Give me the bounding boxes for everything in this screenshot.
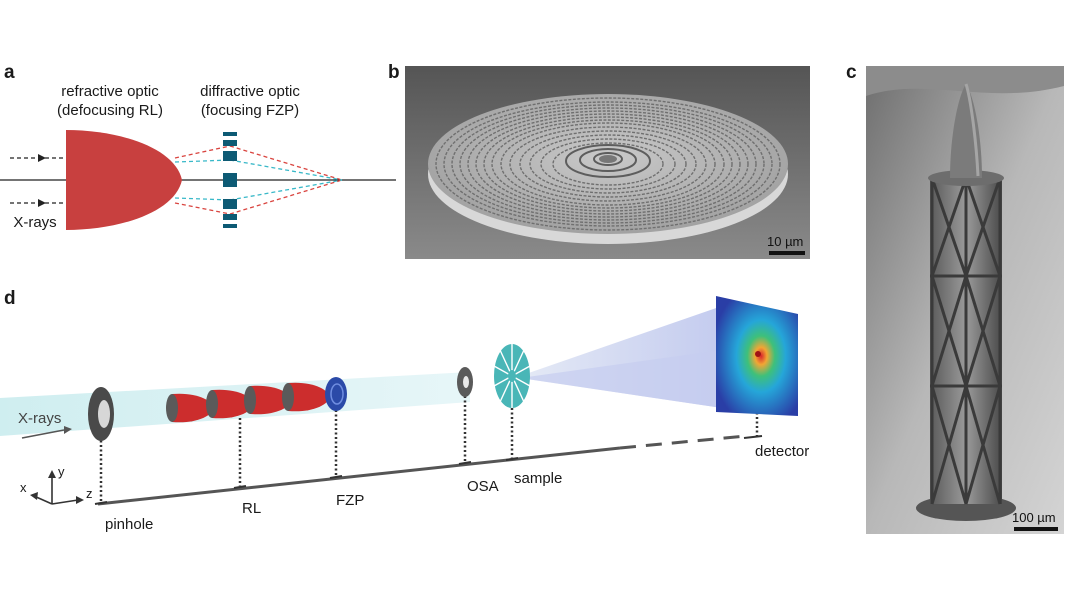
red-ray-4 — [229, 179, 343, 215]
scale-label-c: 100 µm — [1012, 510, 1056, 525]
red-ray-3 — [174, 202, 231, 215]
pinhole-label: pinhole — [105, 516, 154, 533]
axis-x-label: x — [20, 480, 27, 495]
panel-b-letter: b — [388, 62, 400, 83]
scale-label-b: 10 µm — [767, 234, 804, 249]
detector-label: detector — [755, 443, 810, 460]
refractive-lens — [66, 130, 182, 230]
panel-d-letter: d — [4, 288, 16, 309]
fzp-zone — [223, 199, 237, 209]
optical-bench-rail-gap — [619, 434, 747, 450]
fzp-sem-image: 10 µm — [405, 66, 810, 259]
fzp-disc — [325, 377, 347, 411]
arrowhead-bottom — [38, 199, 46, 207]
fzp-zones — [223, 132, 237, 228]
xrays-arrow — [21, 429, 65, 439]
rl-label: RL — [242, 500, 262, 517]
xrays-label-a: X-rays — [13, 214, 57, 231]
fzp-zone — [223, 214, 237, 220]
lens-cone — [212, 389, 254, 419]
sample-label: sample — [514, 470, 563, 487]
stacked-lens-sem-image: 100 µm — [866, 66, 1064, 534]
cyan-ray-2 — [229, 159, 343, 181]
arrowhead-top — [38, 154, 46, 162]
cyan-ray-3 — [174, 197, 231, 201]
red-ray-2 — [229, 145, 343, 181]
xrays-label-d: X-rays — [18, 410, 62, 427]
lens-cone — [172, 393, 214, 423]
fzp-zone — [223, 173, 237, 187]
osa-label: OSA — [467, 478, 499, 495]
axis-z-label: z — [86, 486, 93, 501]
beamline-schematic — [0, 296, 798, 506]
panel-a-schematic — [0, 130, 396, 230]
fzp-zone — [223, 151, 237, 161]
stacked-lens-sem-render — [866, 66, 1064, 534]
scale-bar-b — [769, 251, 805, 255]
fzp-label: FZP — [336, 492, 365, 509]
panel-c-letter: c — [846, 62, 857, 83]
fzp-sem-render — [405, 66, 810, 259]
optical-bench-rail — [97, 446, 621, 506]
fzp-zone — [223, 132, 237, 136]
diffractive-optic-title: diffractive optic — [200, 83, 300, 100]
sample-star — [493, 344, 531, 408]
diffractive-optic-subtitle: (focusing FZP) — [200, 102, 300, 119]
refractive-optic-subtitle: (defocusing RL) — [57, 102, 163, 119]
lens-cone — [250, 385, 292, 415]
panel-a-letter: a — [4, 62, 15, 83]
refractive-optic-title: refractive optic — [61, 83, 159, 100]
fzp-zone — [223, 224, 237, 228]
coordinate-axes — [33, 476, 79, 505]
lens-cone — [288, 382, 330, 412]
axis-y-label: y — [58, 464, 65, 479]
scale-bar-c — [1014, 527, 1058, 531]
cyan-ray-1 — [174, 159, 231, 163]
refractive-lens-stack — [166, 382, 330, 423]
red-ray-1 — [174, 145, 231, 159]
fzp-zone — [223, 140, 237, 146]
cyan-ray-4 — [229, 179, 343, 201]
